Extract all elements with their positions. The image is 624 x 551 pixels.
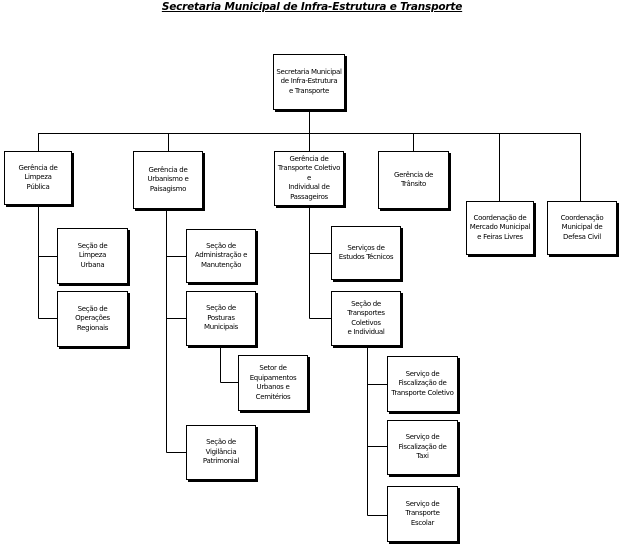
node-limpeza: Gerência de Limpeza Pública (4, 151, 72, 205)
node-vigilancia: Seção de Vigilância Patrimonial (186, 425, 256, 480)
chart-title: Secretaria Municipal de Infra-Estrutura … (161, 1, 463, 13)
node-mercado: Coordenação de Mercado Municipal e Feira… (466, 201, 534, 255)
node-transito: Gerência de Trânsito (378, 151, 449, 209)
node-posturas: Seção de Posturas Municipais (186, 291, 256, 346)
node-root: Secretaria Municipal de Infra-Estrutura … (273, 54, 345, 110)
node-limpeza-urbana: Seção de Limpeza Urbana (57, 228, 128, 284)
node-transp-coletivos: Seção de Transportes Coletivos e Individ… (331, 291, 401, 346)
node-estudos: Serviços de Estudos Técnicos (331, 226, 401, 280)
node-defesa: Coordenação Municipal de Defesa Civil (547, 201, 617, 255)
node-escolar: Serviço de Transporte Escolar (387, 486, 458, 542)
node-urbanismo: Gerência de Urbanismo e Paisagismo (133, 151, 203, 209)
node-equipamentos: Setor de Equipamentos Urbanos e Cemitéri… (238, 355, 308, 411)
node-transporte: Gerência de Transporte Coletivo e Indivi… (274, 151, 344, 206)
node-fisc-coletivo: Serviço de Fiscalização de Transporte Co… (387, 356, 458, 412)
node-fisc-taxi: Serviço de Fiscalização de Taxi (387, 420, 458, 475)
node-administracao: Seção de Administração e Manutenção (186, 229, 256, 283)
node-operacoes: Seção de Operações Regionais (57, 291, 128, 347)
